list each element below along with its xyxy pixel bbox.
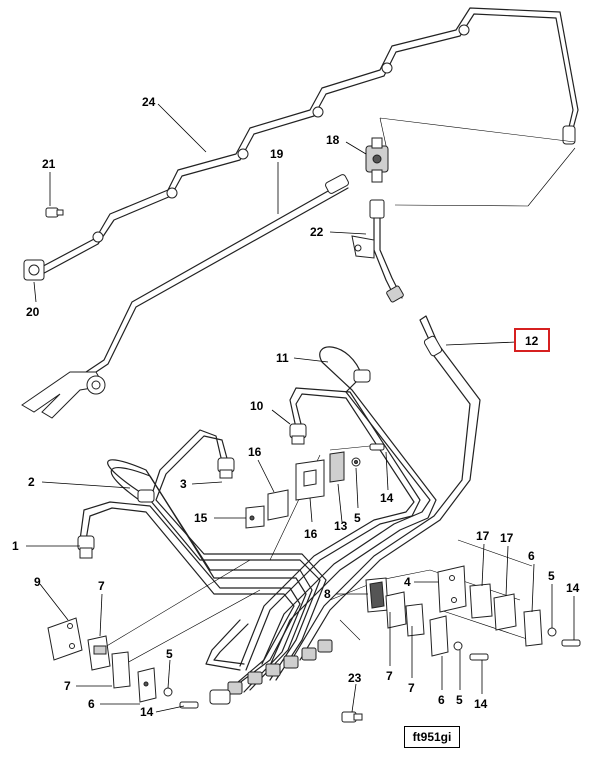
callout-14-bottom: 14 [474,697,488,711]
pipe-19 [21,174,349,419]
callout-5-bottom: 5 [456,693,463,707]
figure-code-label: ft951gi [404,726,460,748]
callout-19: 19 [270,147,284,161]
callout-6-right: 6 [528,549,535,563]
pump-end-nuts [209,639,333,705]
callout-18: 18 [326,133,340,147]
leak-off-pipe-24 [31,7,579,279]
callout-2: 2 [28,475,35,489]
callout-22: 22 [310,225,324,239]
callout-11: 11 [276,351,289,365]
callout-8: 8 [324,587,331,601]
injector-pipe-10 [239,387,421,671]
callout-20: 20 [26,305,40,319]
callout-5-centre: 5 [354,511,361,525]
callout-17-b: 17 [500,531,514,545]
callout-15: 15 [194,511,208,525]
callout-4: 4 [404,575,411,589]
callout-5-left: 5 [166,647,173,661]
injector-pipe-3 [149,429,327,681]
callout-7-bottom-b: 7 [408,681,415,695]
callout-3: 3 [180,477,187,491]
banjo-fitting-20 [23,259,45,281]
callout-9: 9 [34,575,41,589]
callout-5-right: 5 [548,569,555,583]
callout-numbers: 24 21 20 19 18 22 12 11 10 2 3 1 15 16 1… [12,95,580,719]
callout-16-upper: 16 [248,445,262,459]
callout-14-centre: 14 [380,491,394,505]
injector-pipe-2 [107,459,313,693]
injector-pipe-1 [77,501,301,695]
callout-24: 24 [142,95,156,109]
callout-7-left-lower: 7 [64,679,71,693]
callout-12-highlight-frame [514,328,550,352]
clamp-group-right [329,539,581,661]
pipe-22 [351,199,404,303]
callout-14-left: 14 [140,705,154,719]
callout-16-lower: 16 [304,527,318,541]
callout-13: 13 [334,519,348,533]
callout-17-a: 17 [476,529,490,543]
callout-14-right: 14 [566,581,580,595]
injector-pipe-11 [261,346,437,671]
callout-7-bottom-a: 7 [386,669,393,683]
callout-21: 21 [42,157,56,171]
callout-1: 1 [12,539,19,553]
bolt-23 [341,711,363,723]
callout-10: 10 [250,399,264,413]
callout-7-left-upper: 7 [98,579,105,593]
callout-23: 23 [348,671,362,685]
callout-12[interactable]: 12 [525,334,539,348]
tee-fitting-18 [365,137,389,183]
callout-6-bottom: 6 [438,693,445,707]
clamp-group-centre [245,443,385,561]
clamp-group-left [47,559,261,709]
callout-6-left: 6 [88,697,95,711]
injector-pipe-12 [293,315,481,661]
banjo-bolt-21 [45,207,64,218]
leader-lines [26,103,575,713]
